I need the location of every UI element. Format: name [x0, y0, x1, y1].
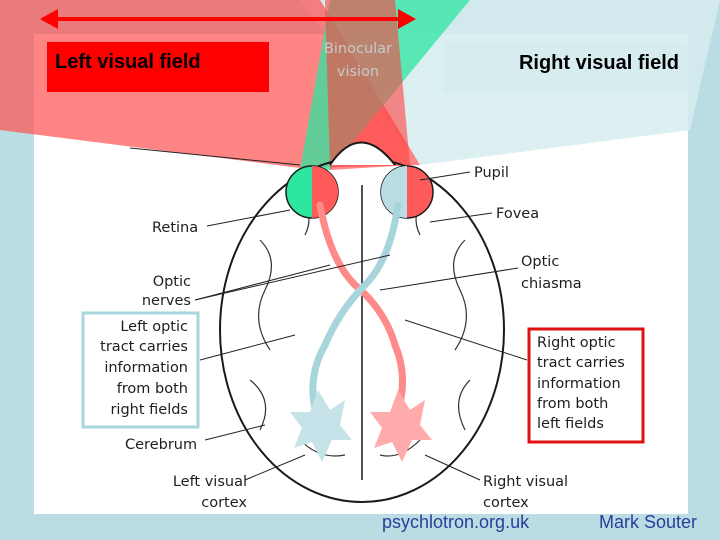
- optic-nerves-label-1: Optic: [153, 274, 191, 290]
- right-tract-line-4: from both: [537, 396, 608, 412]
- fovea-label: Fovea: [496, 206, 539, 222]
- optic-chiasma-label-1: Optic: [521, 254, 559, 270]
- left-tract-line-4: from both: [117, 381, 188, 397]
- retina-label: Retina: [152, 220, 198, 236]
- leader-lines: [129, 147, 528, 481]
- optic-chiasma-label-2: chiasma: [521, 276, 582, 292]
- right-tract-line-5: left fields: [537, 416, 604, 432]
- field-span-arrow: [40, 9, 416, 29]
- right-visual-cortex-burst: [370, 390, 432, 462]
- left-eye: [285, 165, 339, 219]
- left-cortex-label-2: cortex: [201, 495, 247, 511]
- left-visual-field-label: Left visual field: [47, 42, 269, 92]
- binocular-label: Binocular: [324, 41, 392, 57]
- footer-author: Mark Souter: [599, 512, 698, 532]
- right-tract-line-3: information: [537, 376, 621, 392]
- cerebrum-label: Cerebrum: [125, 437, 197, 453]
- right-visual-field-label: Right visual field: [444, 42, 687, 93]
- optic-pathways: [309, 201, 406, 424]
- right-eye: [380, 165, 434, 219]
- right-tract-line-2: tract carries: [537, 355, 625, 371]
- left-tract-line-2: tract carries: [100, 339, 188, 355]
- right-cortex-label-1: Right visual: [483, 474, 568, 490]
- vision-label: vision: [337, 64, 379, 80]
- right-tract-box: [527, 327, 645, 444]
- left-tract-line-5: right fields: [110, 402, 188, 418]
- footer-site: psychlotron.org.uk: [382, 512, 530, 532]
- pupil-label: Pupil: [474, 165, 509, 181]
- left-cortex-label-1: Left visual: [173, 474, 247, 490]
- optic-nerves-label-2: nerves: [142, 293, 191, 309]
- right-tract-line-1: Right optic: [537, 335, 616, 351]
- brain-folds: [249, 199, 471, 457]
- right-cortex-label-2: cortex: [483, 495, 529, 511]
- left-tract-box: [81, 311, 200, 429]
- red-center-beam: [325, 0, 410, 170]
- nose-outline: [329, 141, 396, 166]
- left-tract-line-3: information: [104, 360, 188, 376]
- left-visual-cortex-burst: [290, 390, 352, 462]
- left-tract-line-1: Left optic: [120, 319, 188, 335]
